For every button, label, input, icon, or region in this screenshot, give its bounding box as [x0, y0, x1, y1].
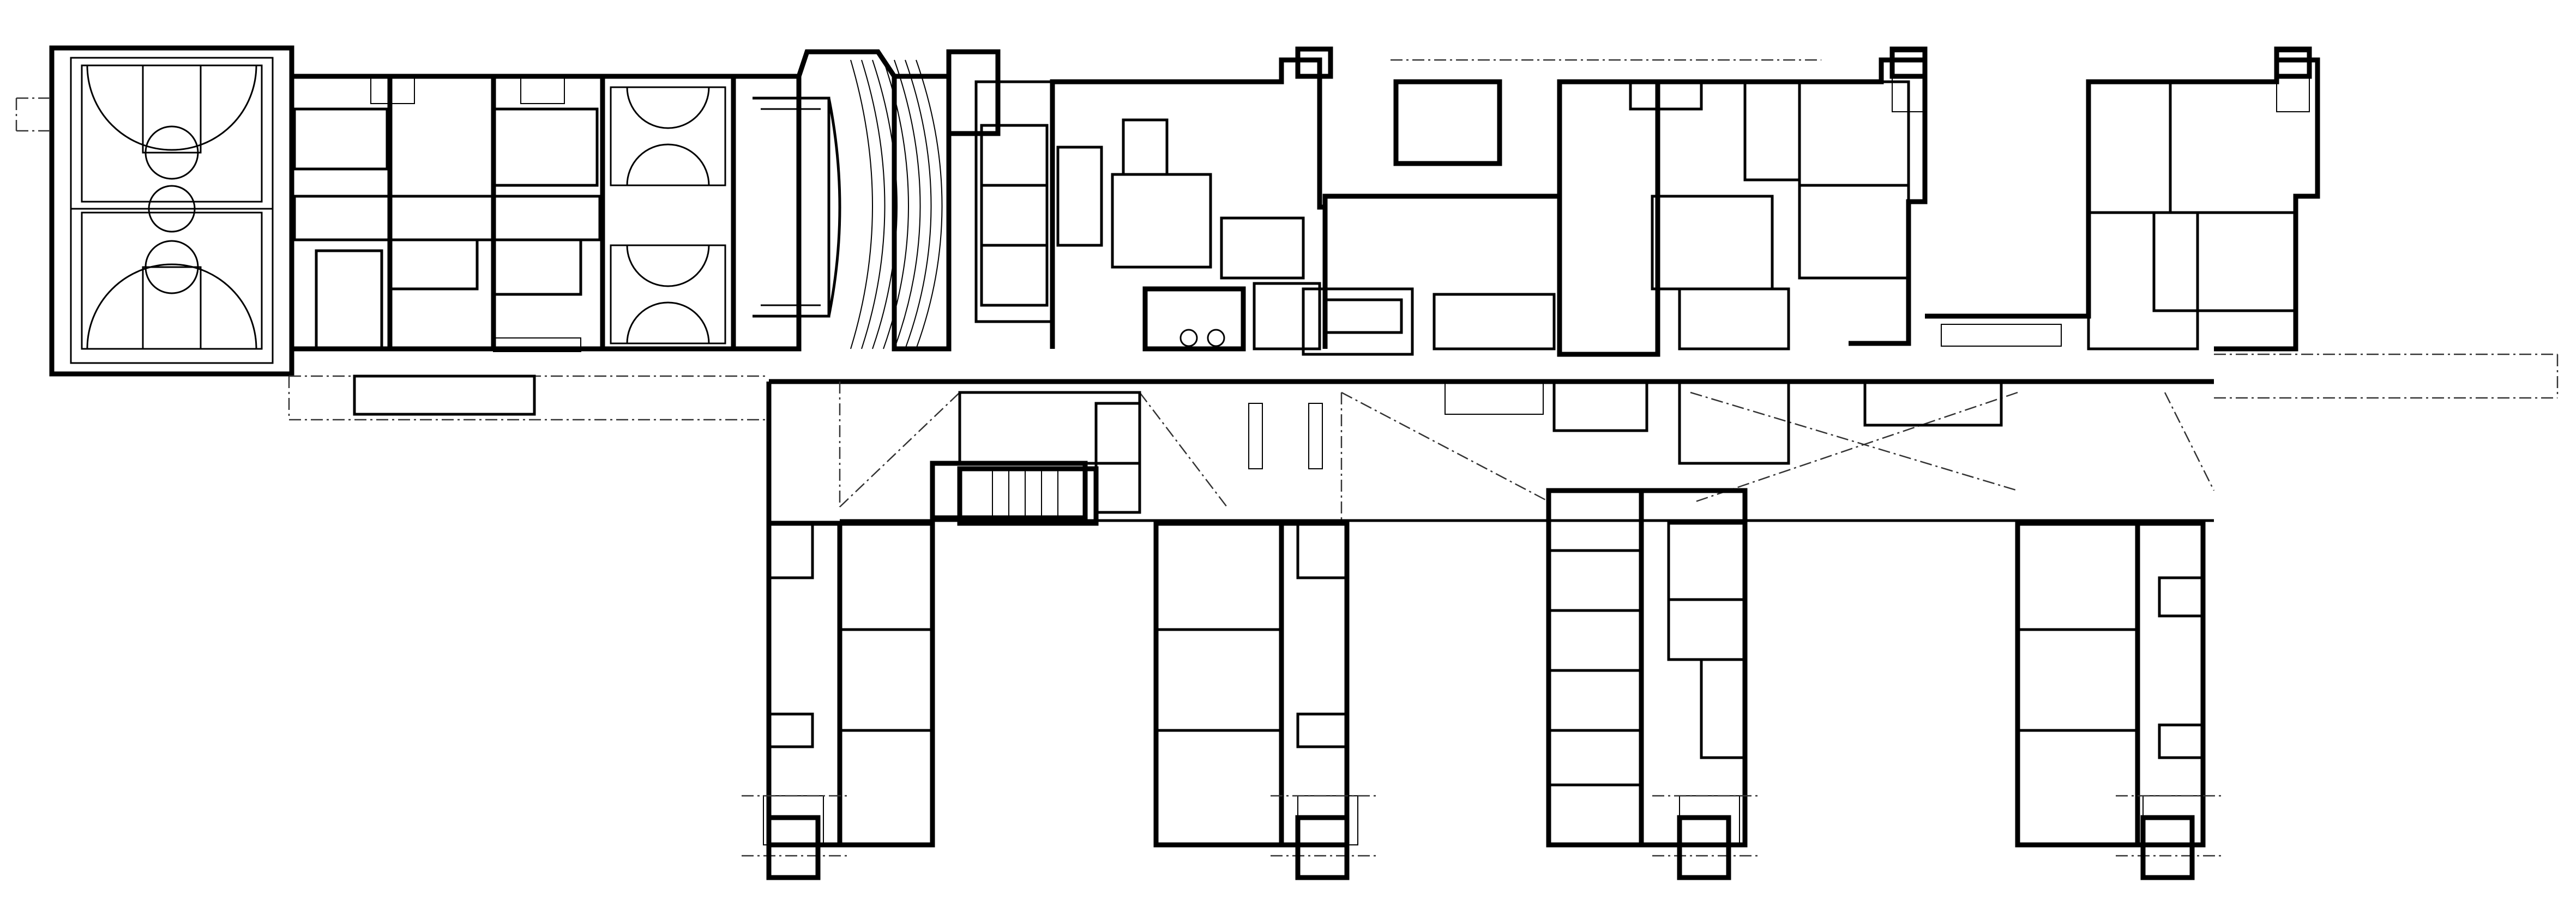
classroom-wing-c: [1546, 488, 1761, 880]
classroom-wing-a: [742, 521, 935, 880]
main-corridor: [288, 353, 2559, 523]
locker-rooms: [289, 74, 605, 352]
north-stair-towers: [1295, 46, 2312, 79]
auditorium: [731, 49, 1054, 352]
classroom-wing-d: [2015, 521, 2225, 880]
north-central-block: [1322, 51, 1928, 357]
gymnasium-block: [15, 45, 294, 377]
auxiliary-gyms: [600, 74, 736, 352]
north-east-block: [1925, 51, 2320, 352]
central-atrium: [769, 380, 2215, 526]
administration-block: [1050, 57, 1414, 356]
classroom-wing-b: [1153, 521, 1380, 880]
